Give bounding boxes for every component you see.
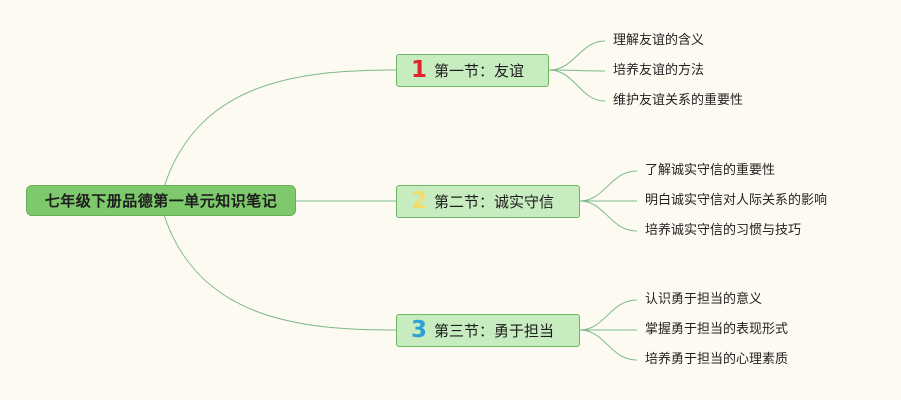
branch-2-label: 第二节：诚实守信 xyxy=(434,193,555,211)
connector-root-branch-1 xyxy=(159,69,397,202)
connector-branch-1-leaf-3 xyxy=(548,69,606,102)
branch-1-label: 第一节：友谊 xyxy=(434,62,525,80)
branch-node-2[interactable]: 2 第二节：诚实守信 xyxy=(396,185,580,218)
branch-node-3[interactable]: 3 第三节：勇于担当 xyxy=(396,314,580,347)
connector-branch-1-leaf-1 xyxy=(548,40,606,71)
connector-branch-3-leaf-3 xyxy=(579,329,638,361)
leaf-1-2[interactable]: 培养友谊的方法 xyxy=(613,63,705,78)
number-1-badge: 1 xyxy=(411,57,428,83)
branch-3-label: 第三节：勇于担当 xyxy=(434,322,555,340)
leaf-3-3[interactable]: 培养勇于担当的心理素质 xyxy=(645,352,789,367)
branch-node-1[interactable]: 1 第一节：友谊 xyxy=(396,54,549,87)
connector-branch-1-leaf-2 xyxy=(548,69,606,72)
connector-branch-2-leaf-3 xyxy=(579,200,638,232)
leaf-3-1[interactable]: 认识勇于担当的意义 xyxy=(645,292,763,307)
root-node[interactable]: 七年级下册品德第一单元知识笔记 xyxy=(26,185,296,216)
leaf-3-2[interactable]: 掌握勇于担当的表现形式 xyxy=(645,322,789,337)
leaf-1-1[interactable]: 理解友谊的含义 xyxy=(613,33,705,48)
leaf-2-3[interactable]: 培养诚实守信的习惯与技巧 xyxy=(645,223,802,238)
connector-root-branch-3 xyxy=(159,200,397,331)
leaf-2-1[interactable]: 了解诚实守信的重要性 xyxy=(645,163,776,178)
number-3-badge: 3 xyxy=(411,317,428,343)
leaf-1-3[interactable]: 维护友谊关系的重要性 xyxy=(613,93,744,108)
number-2-badge: 2 xyxy=(411,188,428,214)
leaf-2-2[interactable]: 明白诚实守信对人际关系的影响 xyxy=(645,193,828,208)
connector-branch-3-leaf-1 xyxy=(579,299,638,331)
connector-branch-2-leaf-1 xyxy=(579,170,638,202)
